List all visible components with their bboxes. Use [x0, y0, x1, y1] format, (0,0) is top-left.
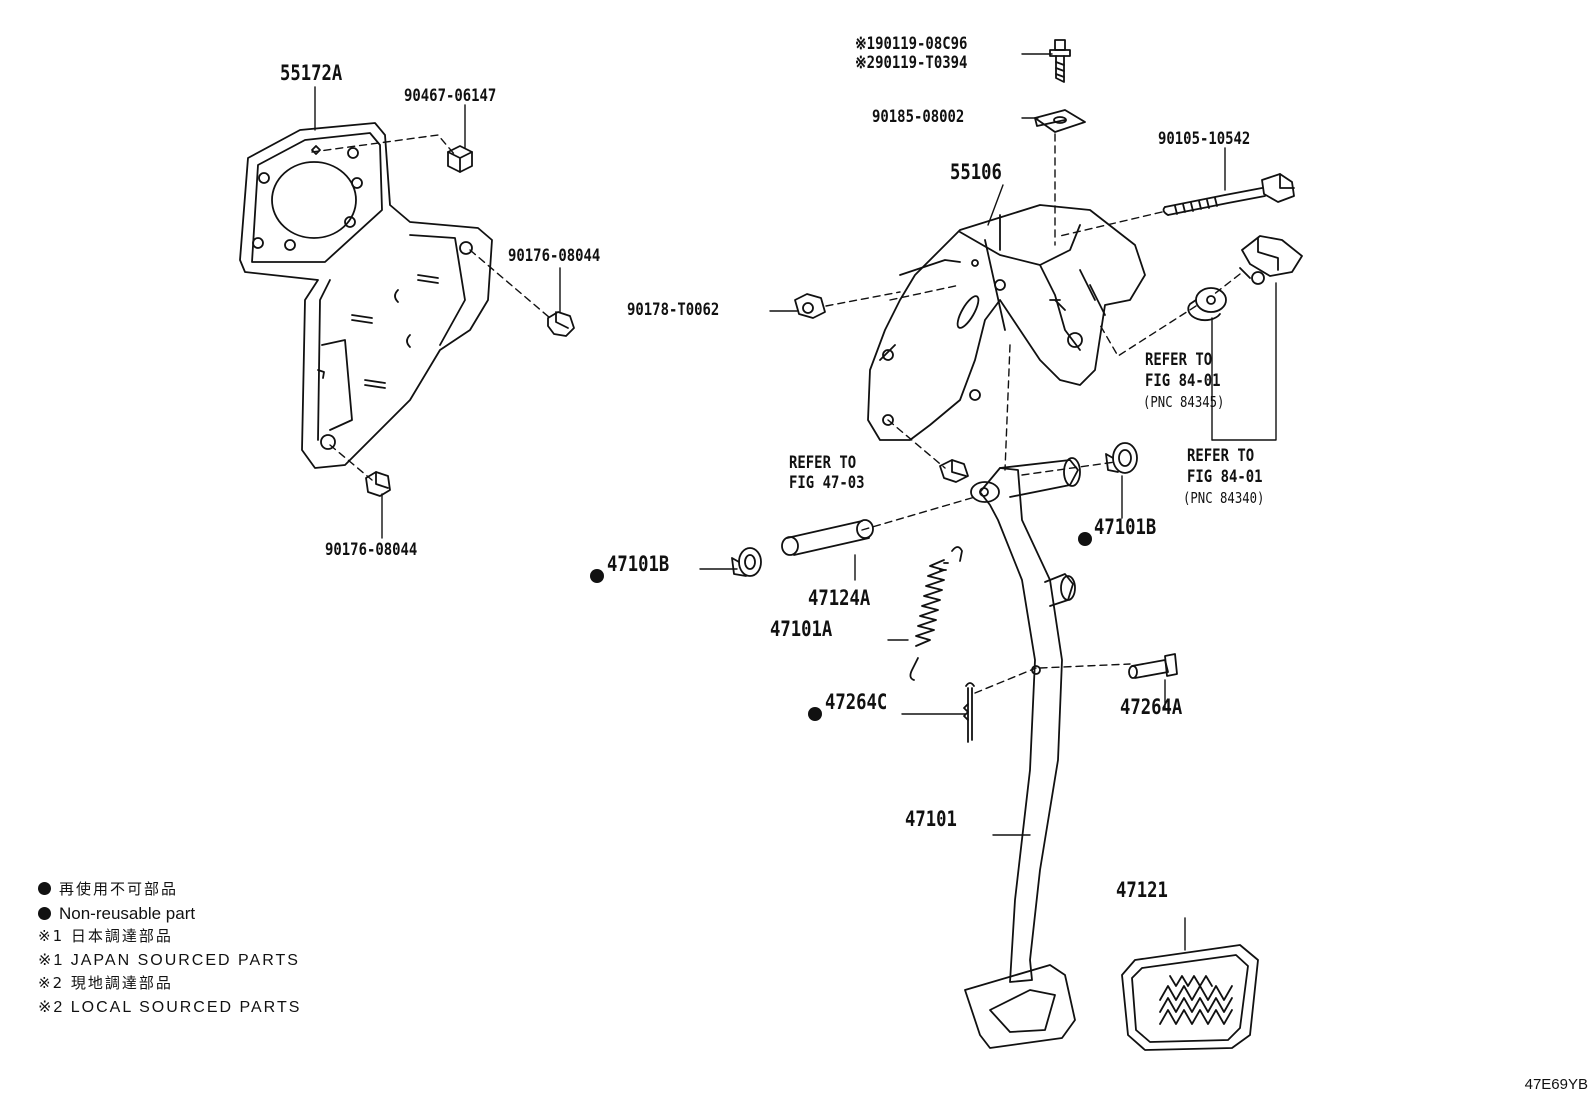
legend: 再使用不可部品 Non-reusable part ※1 日本調達部品 ※1 J… [38, 878, 301, 1019]
label-47264c: 47264C [825, 690, 888, 714]
label-47101b-right: 47101B [1094, 515, 1157, 539]
collar-47124a [781, 519, 874, 556]
bolt-90105-10542 [1162, 173, 1295, 216]
pedal-support-55106 [867, 204, 1146, 441]
legend-row-en-japan: ※1 JAPAN SOURCED PARTS [38, 951, 300, 969]
label-47124a: 47124A [808, 586, 871, 610]
label-90185-08002: 90185-08002 [872, 107, 965, 127]
assembly-lines [311, 133, 1241, 694]
label-90105-10542: 90105-10542 [1158, 129, 1251, 149]
pedal-pad-47121 [1121, 944, 1259, 1051]
bushing-47101b-left [731, 547, 762, 577]
legend-row-jp-local: ※2 現地調達部品 [38, 974, 173, 992]
bracket-55172a [239, 122, 493, 469]
label-refer-84345-line3: (PNC 84345) [1143, 393, 1225, 411]
return-spring-47101a [909, 546, 963, 681]
cushion [1187, 287, 1227, 322]
filled-dot-icon [38, 882, 51, 895]
label-90178-t0062: 90178-T0062 [627, 300, 720, 320]
label-90119-t0394: ※290119-T0394 [855, 53, 968, 73]
leader-lines [314, 53, 1277, 951]
label-47101a: 47101A [770, 617, 833, 641]
label-refer-84340-line1: REFER TO [1187, 446, 1255, 466]
label-55106: 55106 [950, 160, 1002, 184]
nut-90467-06147 [447, 145, 473, 173]
nut-90176-08044-right [547, 311, 575, 337]
figure-id: 47E69YB [1524, 1076, 1588, 1093]
label-refer-84345-line1: REFER TO [1145, 350, 1213, 370]
filled-dot-icon [38, 906, 51, 920]
stop-light-switch [1239, 235, 1303, 285]
label-90467-06147: 90467-06147 [404, 86, 497, 106]
label-refer-84345-line2: FIG 84-01 [1145, 371, 1221, 391]
nut-90178-t0062 [794, 293, 826, 319]
nut-refer-47-03 [939, 459, 969, 483]
nut-90176-08044-bottom [365, 471, 391, 497]
label-47264a: 47264A [1120, 695, 1183, 719]
label-47101: 47101 [905, 807, 957, 831]
label-90119-08c96: ※190119-08C96 [855, 34, 968, 54]
bolt-90119 [1049, 39, 1071, 83]
label-90176-08044-bottom: 90176-08044 [325, 540, 418, 560]
clip-47264c [963, 682, 975, 743]
bushing-47101b-right [1105, 442, 1138, 474]
clip-nut-90185-08002 [1034, 109, 1086, 133]
label-refer-47-03-line2: FIG 47-03 [789, 473, 865, 493]
pin-47264a [1128, 653, 1178, 679]
legend-row-jp-japan: ※1 日本調達部品 [38, 927, 173, 945]
label-refer-47-03-line1: REFER TO [789, 453, 857, 473]
legend-row-en-local: ※2 LOCAL SOURCED PARTS [38, 998, 302, 1016]
label-90176-08044-right: 90176-08044 [508, 246, 601, 266]
legend-row-jp-nonreusable: 再使用不可部品 [38, 878, 301, 902]
legend-row-en-nonreusable: Non-reusable part [38, 902, 301, 926]
label-47121: 47121 [1116, 878, 1168, 902]
label-refer-84340-line2: FIG 84-01 [1187, 467, 1263, 487]
label-55172a: 55172A [280, 61, 343, 85]
label-refer-84340-line3: (PNC 84340) [1183, 489, 1265, 507]
pedal-arm-47101 [964, 457, 1081, 1049]
non-reusable-marks [590, 532, 1092, 721]
label-47101b-left: 47101B [607, 552, 670, 576]
